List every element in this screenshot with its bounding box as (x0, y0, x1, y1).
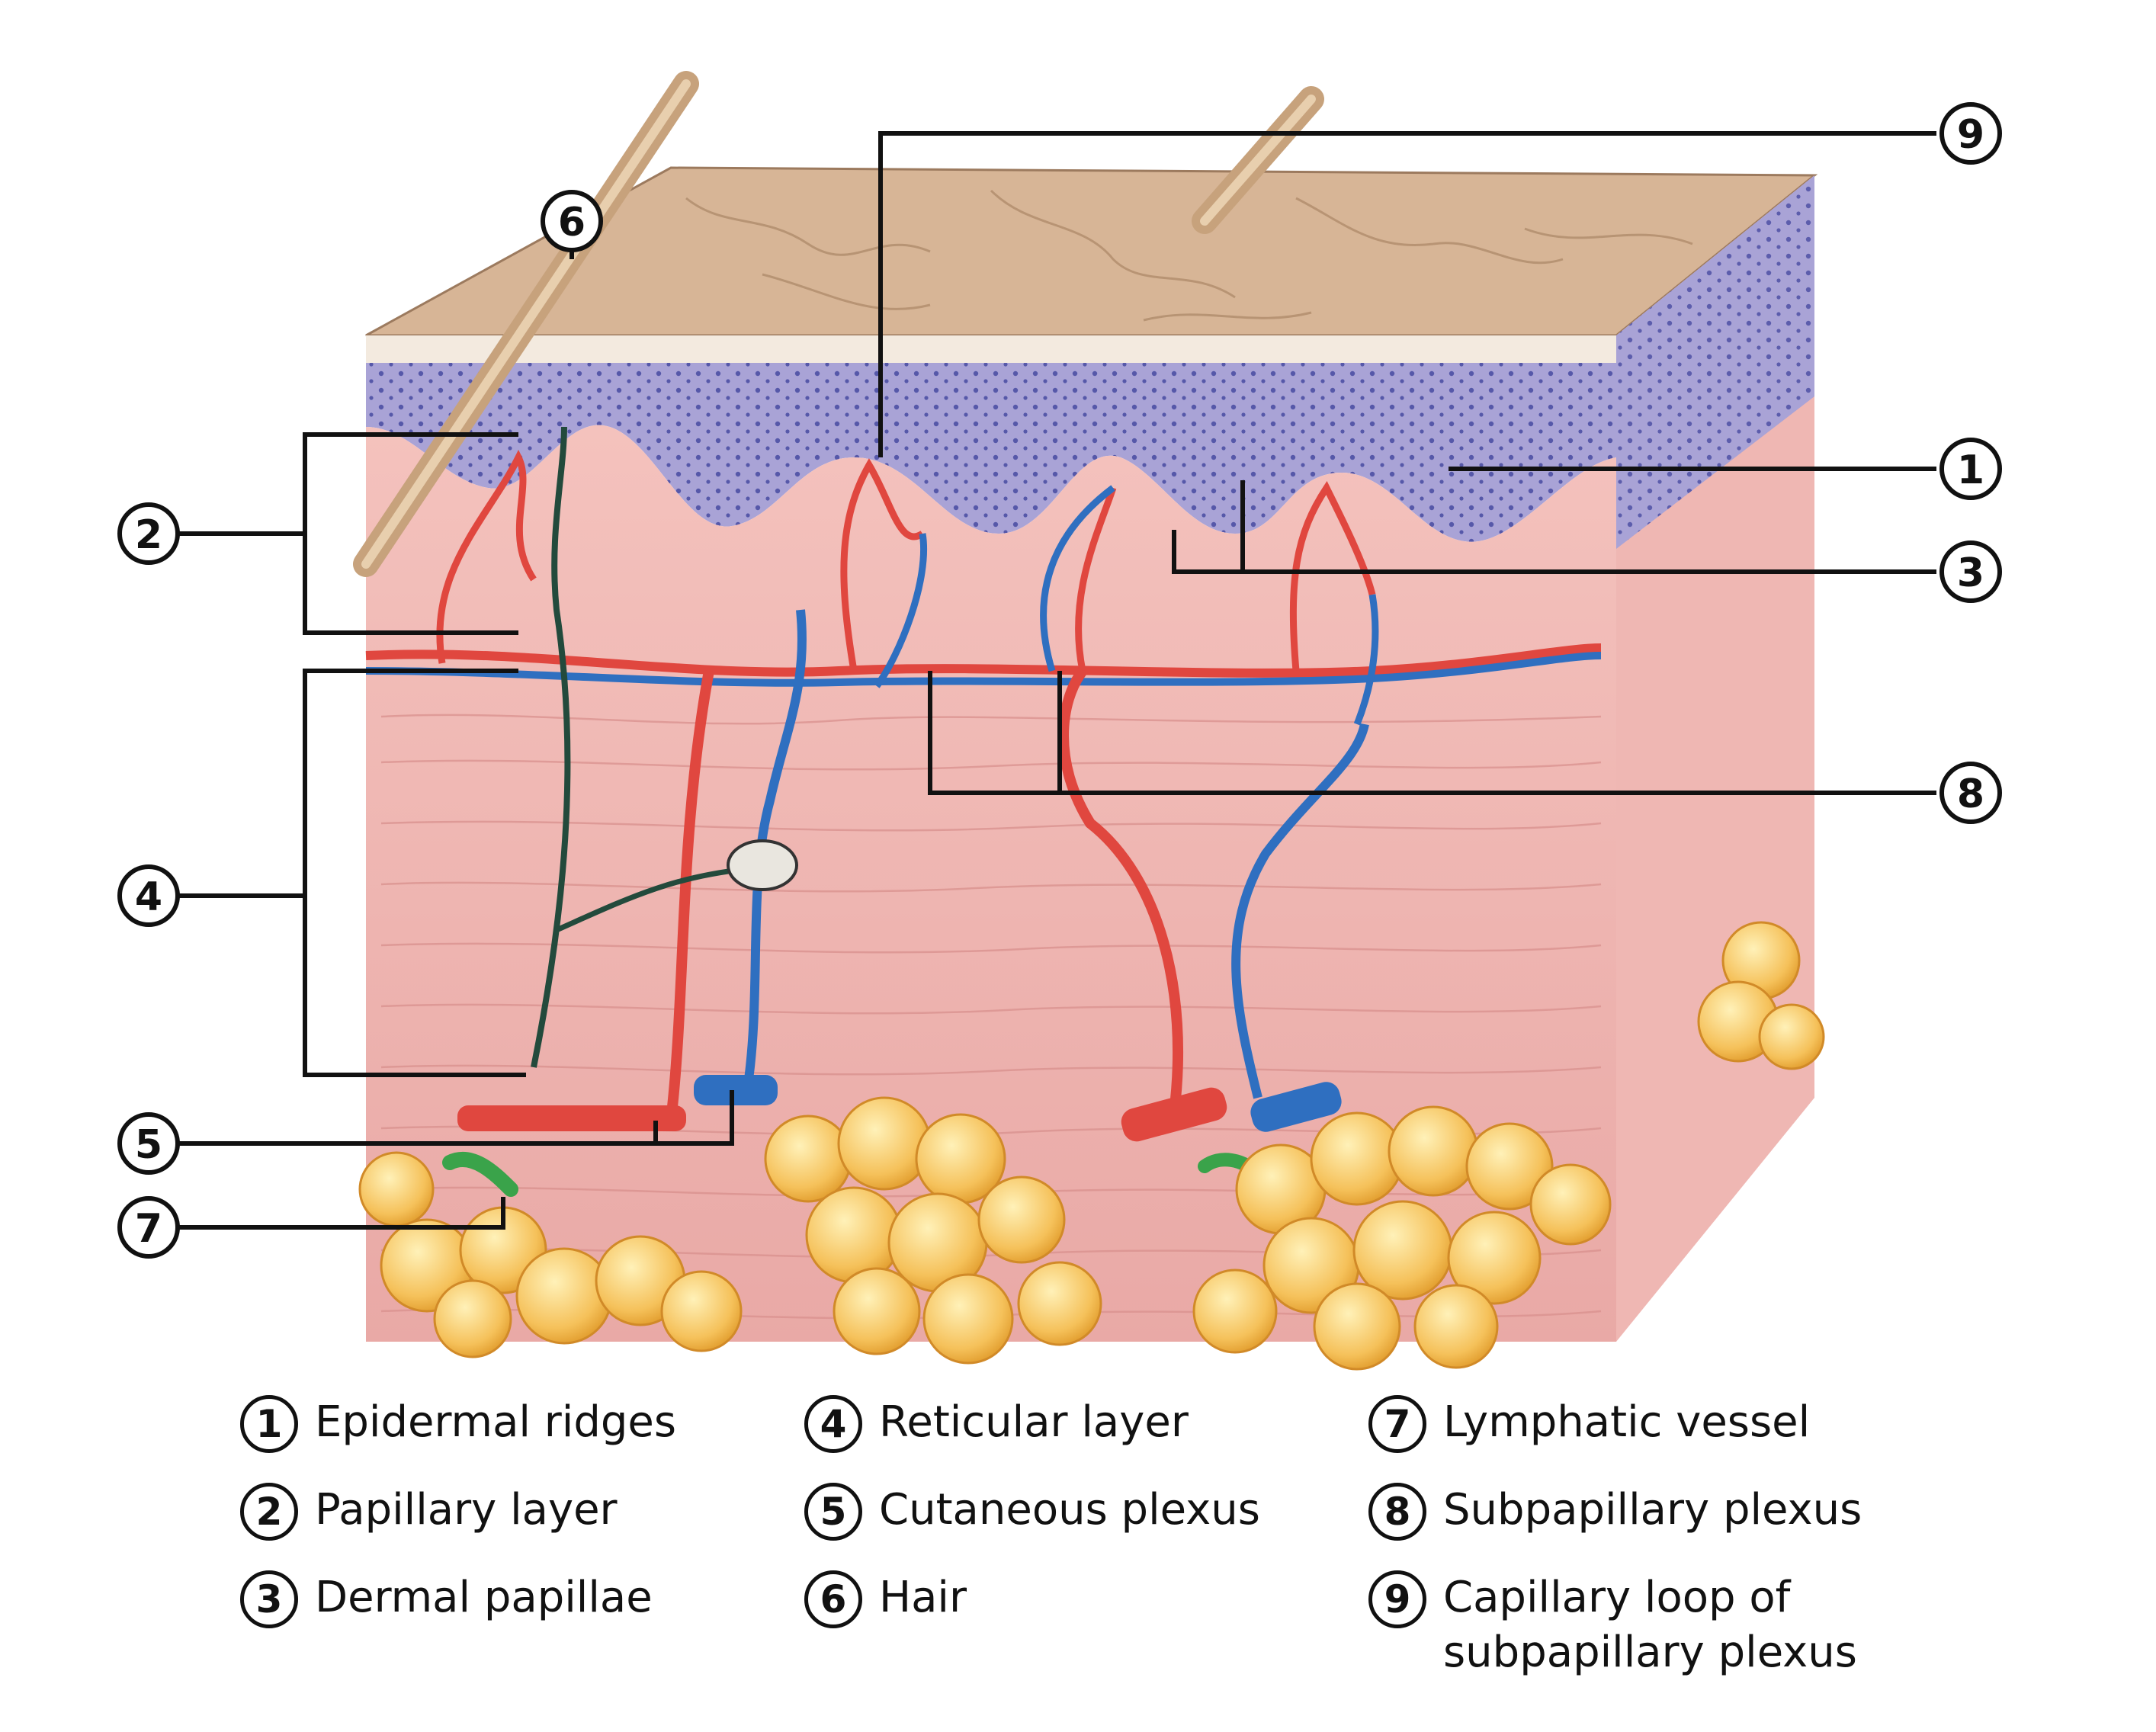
callout-2-label: 2 (135, 512, 162, 558)
epidermis-cells (366, 335, 1616, 542)
callout-4: 4 (117, 864, 180, 927)
callout-9: 9 (1939, 102, 2002, 165)
fat-lobules (358, 921, 1825, 1371)
callout-3: 3 (1939, 540, 2002, 603)
nerve-fiber (531, 426, 571, 1068)
callout-4-label: 4 (135, 874, 162, 920)
cutaneous-vein-right (1250, 1082, 1342, 1132)
nerve-branch (555, 866, 748, 933)
cutaneous-artery (457, 1105, 686, 1131)
callout-lines (175, 131, 1936, 1230)
callout-6-label: 6 (558, 200, 586, 245)
callout-7: 7 (117, 1196, 180, 1259)
cutaneous-artery-right (1121, 1087, 1227, 1142)
hair-shaft-center-highlight (1200, 95, 1316, 226)
callout-9-label: 9 (1957, 112, 1984, 158)
subpapillary-vein (365, 652, 1602, 687)
callout-8: 8 (1939, 762, 2002, 824)
lymphatic-vessel (442, 1151, 518, 1197)
callout-1: 1 (1939, 438, 2002, 500)
pacinian-corpuscle (727, 839, 798, 891)
callout-3-label: 3 (1957, 550, 1984, 596)
callout-6: 6 (541, 190, 603, 252)
side-epidermis-cells (1616, 175, 1814, 549)
deep-vessels (666, 609, 1369, 1121)
callout-5-label: 5 (135, 1122, 162, 1168)
callout-2: 2 (117, 502, 180, 565)
surface-texture (685, 189, 1693, 322)
callout-5: 5 (117, 1112, 180, 1175)
callout-7-label: 7 (135, 1206, 162, 1252)
subpapillary-artery (365, 643, 1602, 678)
callout-1-label: 1 (1957, 447, 1984, 493)
stratum-corneum (366, 335, 1616, 363)
capillary-loops (436, 449, 1379, 726)
callout-8-label: 8 (1957, 771, 1984, 817)
hair-shaft-left-highlight (361, 79, 691, 569)
cutaneous-vein (694, 1075, 778, 1105)
